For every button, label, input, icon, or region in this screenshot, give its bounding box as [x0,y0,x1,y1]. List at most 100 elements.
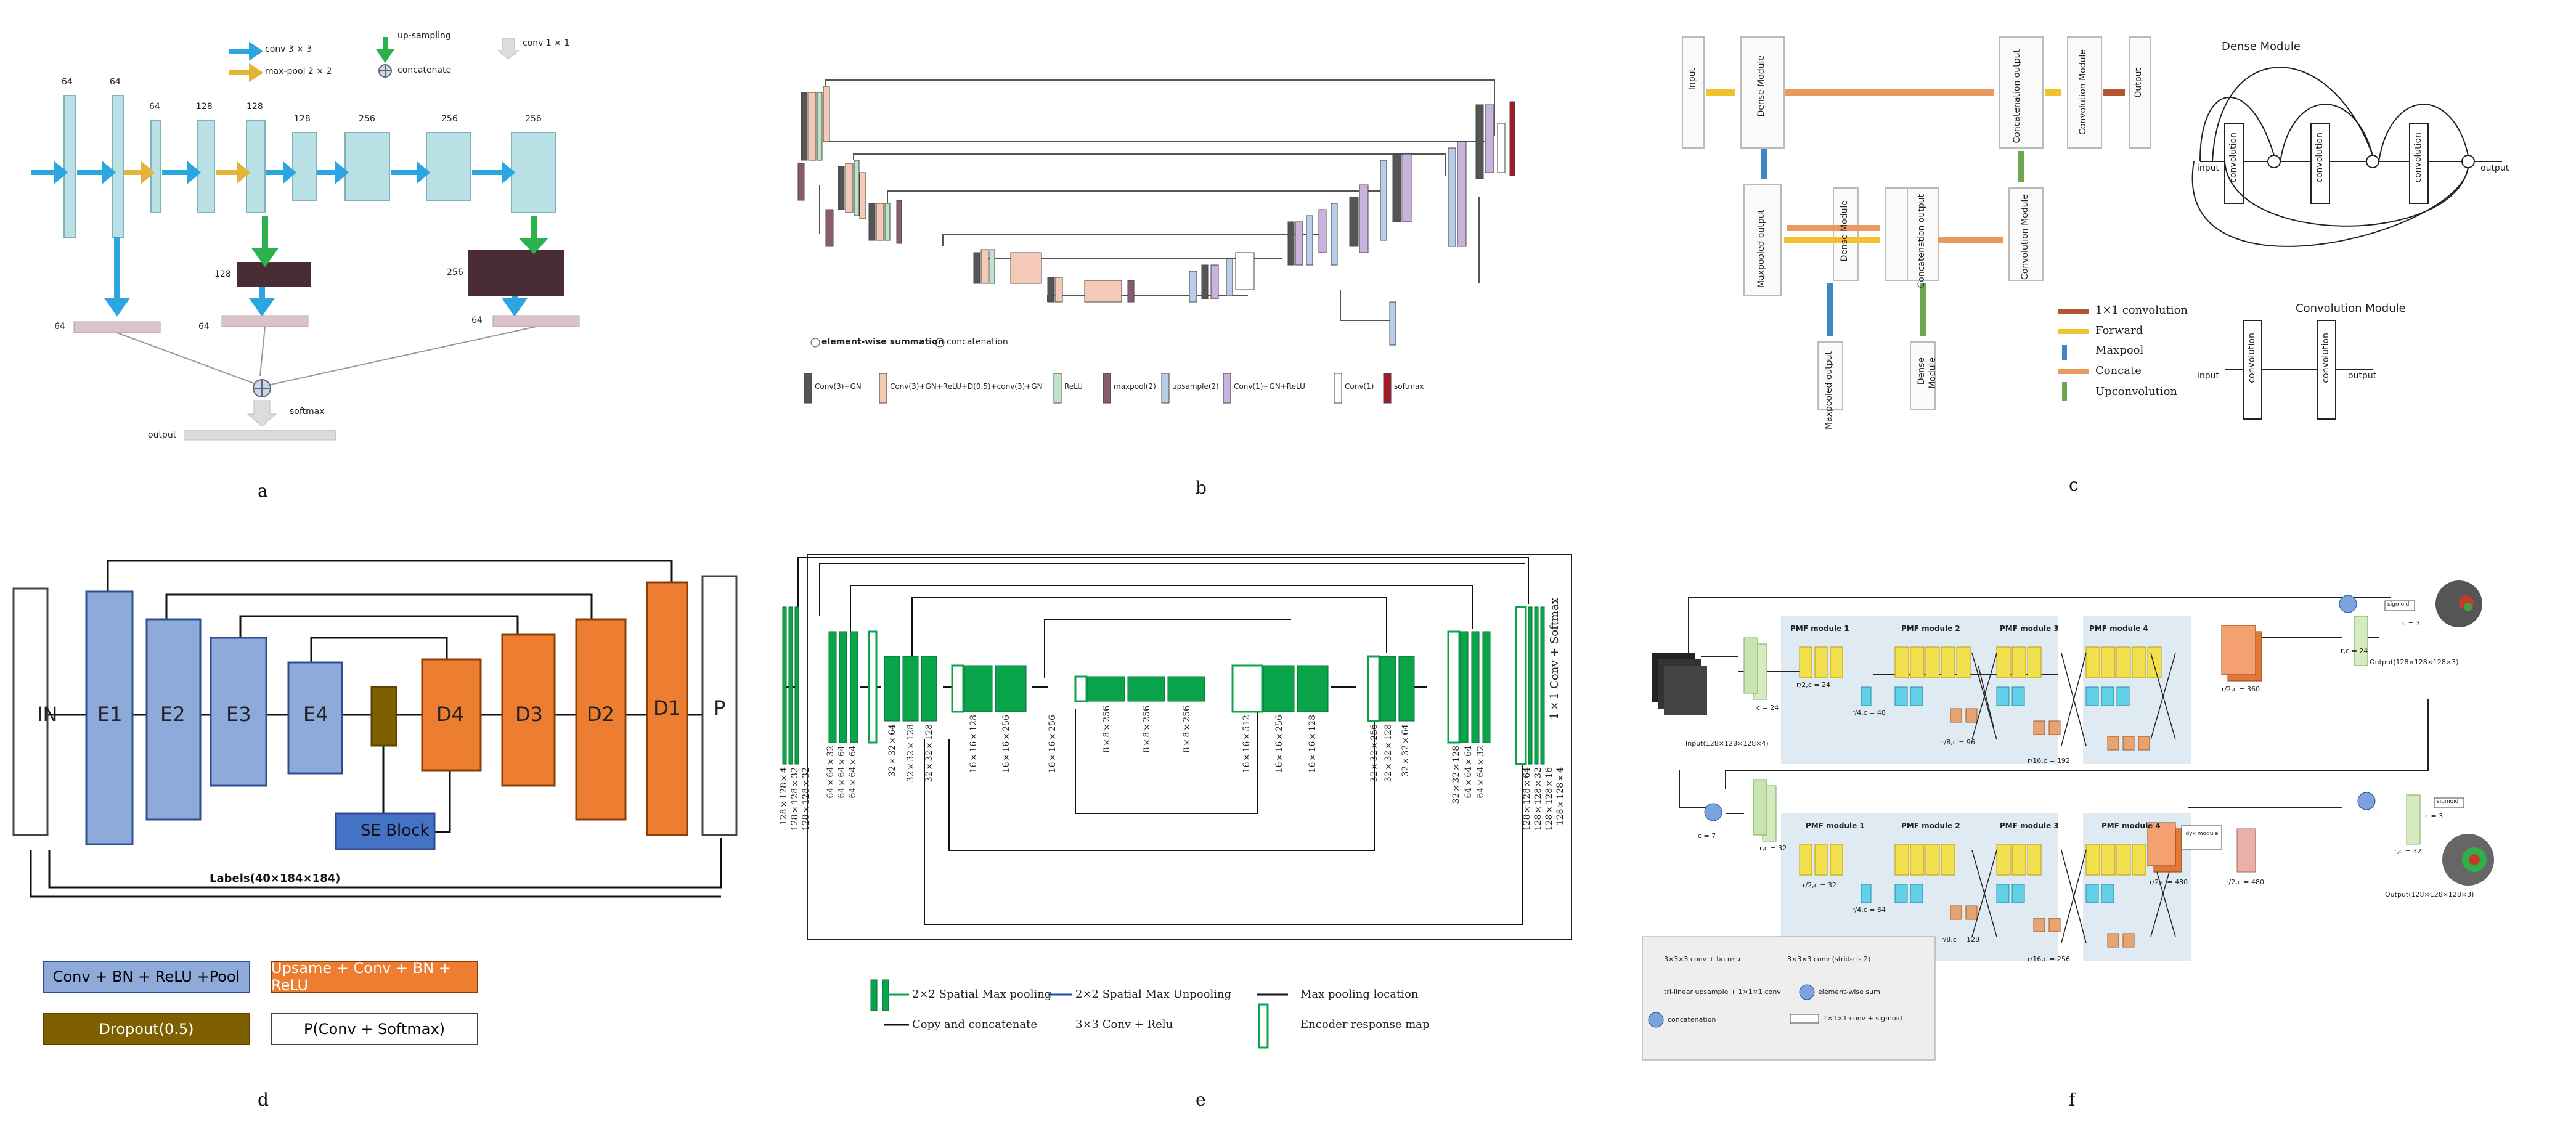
c-leg-2: Maxpool [2095,344,2144,357]
a-b2: 64 [198,322,210,332]
a-block-7 [344,132,390,201]
a-softmax: softmax [290,407,325,417]
caption-a: a [258,481,268,501]
e-leg-3: Copy and concatenate [912,1018,1038,1031]
a-block-9 [511,132,556,213]
a-mid-right: 256 [447,267,463,277]
b-leg-4: upsample(2) [1172,382,1219,391]
f-b-output: Output(128×128×128×3) [2385,890,2474,898]
d-e2: E2 [160,702,185,726]
f-pmf-bot-3: PMF module 3 [2000,821,2059,830]
f-t-r4c48: r/4,c = 48 [1852,709,1886,717]
c-leg-1: Forward [2095,324,2143,337]
c-conv-title: Convolution Module [2296,302,2406,315]
f-leg-2: tri-linear upsample + 1×1×1 conv [1664,988,1781,996]
f-b-rc32b: r,c = 32 [2394,847,2422,855]
f-pmf-bot-1: PMF module 1 [1806,821,1865,830]
f-leg-4: concatenation [1668,1016,1716,1024]
d-se-block: SE Block [361,821,430,840]
f-b-r4c64: r/4,c = 64 [1852,906,1886,914]
b-leg-3: maxpool(2) [1114,382,1156,391]
c-conv-input: input [2197,371,2220,381]
f-b-r2c480b: r/2,c = 480 [2226,878,2264,886]
a-output: output [148,430,177,440]
c-conv-output: output [2348,371,2377,381]
d-d2: D2 [587,702,614,726]
a-ch-3: 64 [149,102,160,112]
b-leg-5: Conv(1)+GN+ReLU [1234,382,1305,391]
d-leg-2: Dropout(0.5) [99,1020,194,1038]
f-t-r2c24: r/2,c = 24 [1796,681,1830,689]
e-leg-1: 2×2 Spatial Max Unpooling [1075,988,1232,1001]
f-pmf-top-2: PMF module 2 [1901,624,1960,633]
d-e4: E4 [303,702,328,726]
f-b-c3: c = 3 [2425,812,2444,820]
a-ch-2: 64 [110,77,121,87]
f-b-r2c32: r/2,c = 32 [1803,881,1836,889]
c-dense-input: input [2197,163,2220,173]
a-ch-6: 128 [294,114,311,124]
d-leg-3: P(Conv + Softmax) [303,1020,446,1038]
f-pmf-bot-2: PMF module 2 [1901,821,1960,830]
a-block-3 [150,120,161,213]
f-t-sig: sigmoid [2387,601,2410,608]
b-legend-sum: element-wise summation [821,337,944,347]
c-dense-title: Dense Module [2222,40,2301,53]
d-e3: E3 [226,702,251,726]
f-t-rc24: r,c = 24 [2341,647,2368,655]
a-ch-4: 128 [196,102,213,112]
b-leg-0: Conv(3)+GN [815,382,862,391]
d-labels: Labels(40×184×184) [210,872,341,885]
f-t-c24: c = 24 [1756,704,1779,712]
a-b3: 64 [471,316,483,325]
e-leg-5: Encoder response map [1300,1018,1430,1031]
f-b-r2c480: r/2,c = 480 [2150,878,2188,886]
f-t-c3: c = 3 [2402,619,2421,627]
f-leg-5: 1×1×1 conv + sigmoid [1823,1014,1902,1022]
caption-f: f [2069,1089,2076,1110]
d-d3: D3 [515,702,543,726]
b-legend-cat: concatenation [947,337,1008,347]
a-ch-5: 128 [247,102,263,112]
e-leg-4: 3×3 Conv + Relu [1075,1018,1173,1031]
a-ch-7: 256 [359,114,375,124]
f-b-rc32: r,c = 32 [1759,844,1787,852]
a-ch-9: 256 [525,114,542,124]
c-leg-4: Upconvolution [2095,385,2177,398]
a-legend-upsample: up-sampling [397,31,451,41]
f-t-r16c192: r/16,c = 192 [2028,757,2070,765]
d-d4: D4 [436,702,464,726]
b-leg-6: Conv(1) [1345,382,1374,391]
f-leg-0: 3×3×3 conv + bn relu [1664,955,1740,963]
caption-c: c [2069,474,2079,495]
a-legend-maxpool: max-pool 2 × 2 [265,67,332,76]
f-leg-1: 3×3×3 conv (stride is 2) [1787,955,1871,963]
a-block-4 [197,120,215,213]
a-legend-concat: concatenate [397,65,452,75]
a-block-8 [426,132,471,201]
f-b-r16c256: r/16,c = 256 [2028,955,2070,963]
a-ch-8: 256 [441,114,458,124]
f-b-sig: sigmoid [2437,799,2459,805]
d-in: IN [37,702,58,726]
a-legend-conv1: conv 1 × 1 [523,38,570,48]
a-ch-1: 64 [62,77,73,87]
d-leg-0: Conv + BN + ReLU +Pool [52,968,240,985]
c-leg-3: Concate [2095,364,2142,377]
a-mid-left: 128 [214,269,231,279]
f-b-dyx: dyx module [2185,831,2219,837]
f-pmf-top-1: PMF module 1 [1790,624,1849,633]
a-block-6 [292,132,317,201]
b-leg-2: ReLU [1064,382,1083,391]
caption-b: b [1196,478,1207,498]
d-d1: D1 [653,696,681,720]
f-pmf-bot-4: PMF module 4 [2101,821,2161,830]
f-t-input: Input(128×128×128×4) [1685,739,1769,747]
c-dense-output: output [2480,163,2509,173]
a-legend-conv: conv 3 × 3 [265,44,312,54]
a-block-1 [63,95,76,238]
